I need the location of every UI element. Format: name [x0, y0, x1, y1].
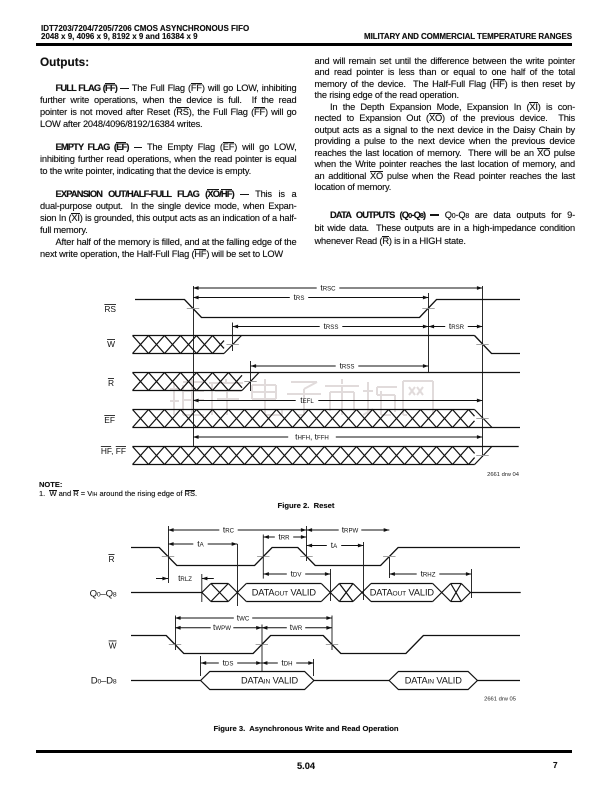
svg-text:tWR: tWR [290, 622, 303, 632]
svg-text:tRR: tRR [278, 531, 290, 541]
svg-text:2661 drw 05: 2661 drw 05 [484, 697, 516, 703]
svg-text:EF: EF [104, 415, 115, 425]
svg-text:tDV: tDV [291, 568, 303, 578]
svg-text:W: W [107, 339, 115, 349]
svg-text:tRHZ: tRHZ [421, 568, 436, 578]
svg-text:tDH: tDH [281, 657, 292, 667]
svg-text:R: R [108, 378, 114, 388]
svg-text:tRSC: tRSC [320, 282, 336, 292]
svg-text:tRSS: tRSS [340, 360, 355, 370]
svg-text:tRC: tRC [223, 524, 235, 534]
svg-text:tA: tA [331, 540, 338, 550]
svg-text:tRLZ: tRLZ [178, 573, 192, 583]
svg-text:tRPW: tRPW [342, 524, 359, 534]
svg-text:tA: tA [197, 538, 204, 548]
svg-text:Q0–Q8: Q0–Q8 [90, 589, 117, 600]
svg-text:R: R [108, 554, 114, 564]
svg-text:RS: RS [104, 304, 116, 314]
svg-text:DATAOUT VALID: DATAOUT VALID [370, 588, 435, 598]
svg-text:tDS: tDS [223, 657, 234, 667]
svg-text:tRSS: tRSS [324, 321, 339, 331]
svg-text:tRS: tRS [294, 292, 305, 302]
svg-text:2661 drw 04: 2661 drw 04 [487, 472, 520, 478]
svg-text:tWPW: tWPW [213, 622, 231, 632]
svg-text:DATAIN VALID: DATAIN VALID [405, 676, 462, 686]
svg-text:DATAIN VALID: DATAIN VALID [241, 676, 298, 686]
svg-text:W: W [109, 641, 117, 651]
svg-text:DATAOUT VALID: DATAOUT VALID [252, 588, 317, 598]
svg-text:tRSR: tRSR [449, 321, 465, 331]
svg-text:tWC: tWC [237, 612, 250, 622]
svg-text:tEFL: tEFL [300, 395, 314, 405]
svg-text:D0–D8: D0–D8 [91, 676, 117, 687]
svg-text:tHFH, tFFH: tHFH, tFFH [295, 431, 329, 441]
svg-text:HF, FF: HF, FF [101, 446, 126, 456]
